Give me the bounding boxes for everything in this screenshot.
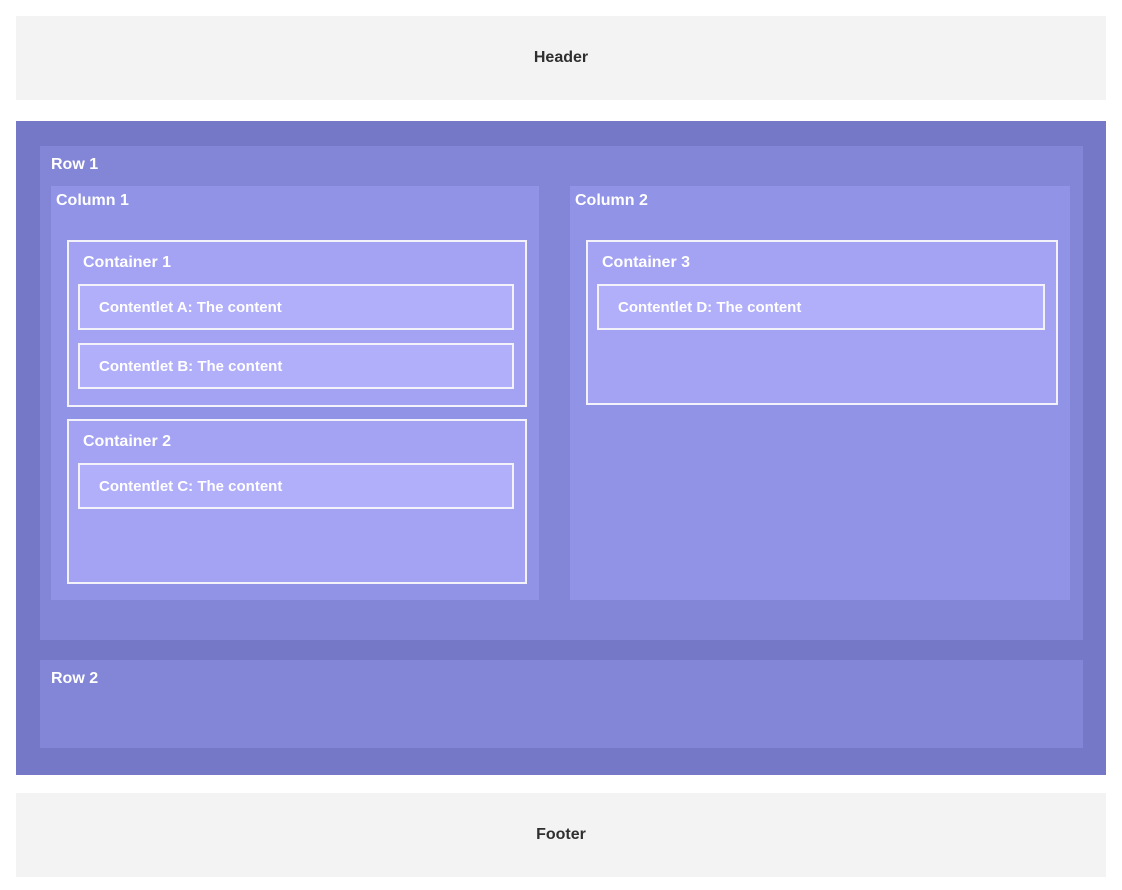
contentlet-a: Contentlet A: The content xyxy=(78,284,514,330)
container-2: Container 2 Contentlet C: The content xyxy=(67,419,527,584)
row-1-label: Row 1 xyxy=(51,156,99,173)
container-2-label: Container 2 xyxy=(83,433,172,450)
column-2: Column 2 Container 3 Contentlet D: The c… xyxy=(570,186,1070,600)
column-2-containers: Container 3 Contentlet D: The content xyxy=(570,240,1070,405)
contentlet-b: Contentlet B: The content xyxy=(78,343,514,389)
contentlet-c: Contentlet C: The content xyxy=(78,463,514,509)
row-2: Row 2 xyxy=(40,660,1083,748)
column-1-label: Column 1 xyxy=(56,192,129,209)
container-3: Container 3 Contentlet D: The content xyxy=(586,240,1058,405)
column-2-label: Column 2 xyxy=(575,192,648,209)
footer: Footer xyxy=(16,793,1106,877)
container-3-label: Container 3 xyxy=(602,254,691,271)
footer-title: Footer xyxy=(536,826,586,843)
header-title: Header xyxy=(533,49,589,66)
contentlet-d: Contentlet D: The content xyxy=(597,284,1045,330)
container-1-label: Container 1 xyxy=(83,254,172,271)
header: Header xyxy=(16,16,1106,100)
row-1: Row 1 Column 1 Container 1 Contentlet A:… xyxy=(40,146,1083,640)
container-1: Container 1 Contentlet A: The content Co… xyxy=(67,240,527,407)
column-1-containers: Container 1 Contentlet A: The content Co… xyxy=(51,240,539,584)
page-body: Row 1 Column 1 Container 1 Contentlet A:… xyxy=(16,121,1106,775)
row-1-columns: Column 1 Container 1 Contentlet A: The c… xyxy=(51,186,1070,600)
row-2-label: Row 2 xyxy=(51,670,99,687)
column-1: Column 1 Container 1 Contentlet A: The c… xyxy=(51,186,539,600)
